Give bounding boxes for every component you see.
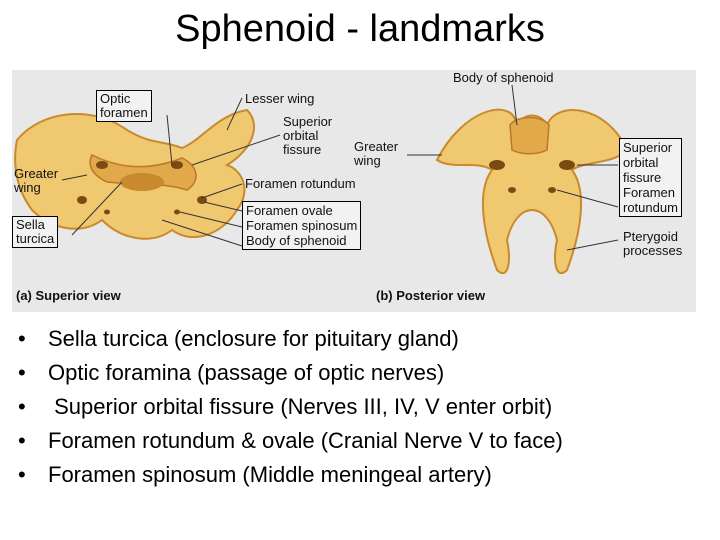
label-foramen-ovale: Foramen ovale xyxy=(246,203,333,218)
label-body-of-sphenoid-posterior: Body of sphenoid xyxy=(453,70,554,85)
label-greater-wing-posterior: Greater wing xyxy=(354,139,399,168)
posterior-view-bone xyxy=(435,108,629,275)
label-foramen-rotundum-superior: Foramen rotundum xyxy=(245,176,356,191)
superior-leader-lines xyxy=(61,97,281,247)
caption-posterior-view: (b) Posterior view xyxy=(376,288,486,303)
label-superior-orbital-fissure: Superior orbital fissure xyxy=(283,114,333,157)
caption-superior-view: (a) Superior view xyxy=(16,288,121,303)
label-foramen-rotundum-posterior: Foramen rotundum xyxy=(623,185,678,215)
list-item: •Foramen rotundum & ovale (Cranial Nerve… xyxy=(18,428,563,453)
label-pterygoid-processes: Pterygoid processes xyxy=(623,229,683,258)
label-lesser-wing: Lesser wing xyxy=(245,91,315,106)
label-greater-wing-superior: Greater wing xyxy=(14,166,59,195)
list-item: • Superior orbital fissure (Nerves III, … xyxy=(18,394,553,419)
list-item: •Optic foramina (passage of optic nerves… xyxy=(18,360,445,385)
label-sella-turcica: Sella turcica xyxy=(12,216,59,248)
list-item: •Foramen spinosum (Middle meningeal arte… xyxy=(18,462,492,487)
sphenoid-illustration xyxy=(14,84,629,275)
posterior-leader-lines xyxy=(407,84,619,251)
label-foramen-spinosum: Foramen spinosum xyxy=(246,218,358,233)
sphenoid-figure: Optic foramen Lesser wing Superior orbit… xyxy=(12,70,696,312)
landmark-list: •Sella turcica (enclosure for pituitary … xyxy=(18,322,708,492)
label-foramen-group: Foramen ovale Foramen spinosum Body of s… xyxy=(242,201,362,250)
label-sof-rotundum-group: Superior orbital fissure Foramen rotundu… xyxy=(619,138,682,217)
label-superior-orbital-fissure-posterior: Superior orbital fissure xyxy=(623,140,673,185)
slide-title: Sphenoid - landmarks xyxy=(175,8,545,50)
label-body-of-sphenoid-superior: Body of sphenoid xyxy=(246,233,347,248)
label-optic-foramen: Optic foramen xyxy=(96,90,152,122)
superior-view-bone xyxy=(14,108,256,240)
list-item: •Sella turcica (enclosure for pituitary … xyxy=(18,326,459,351)
